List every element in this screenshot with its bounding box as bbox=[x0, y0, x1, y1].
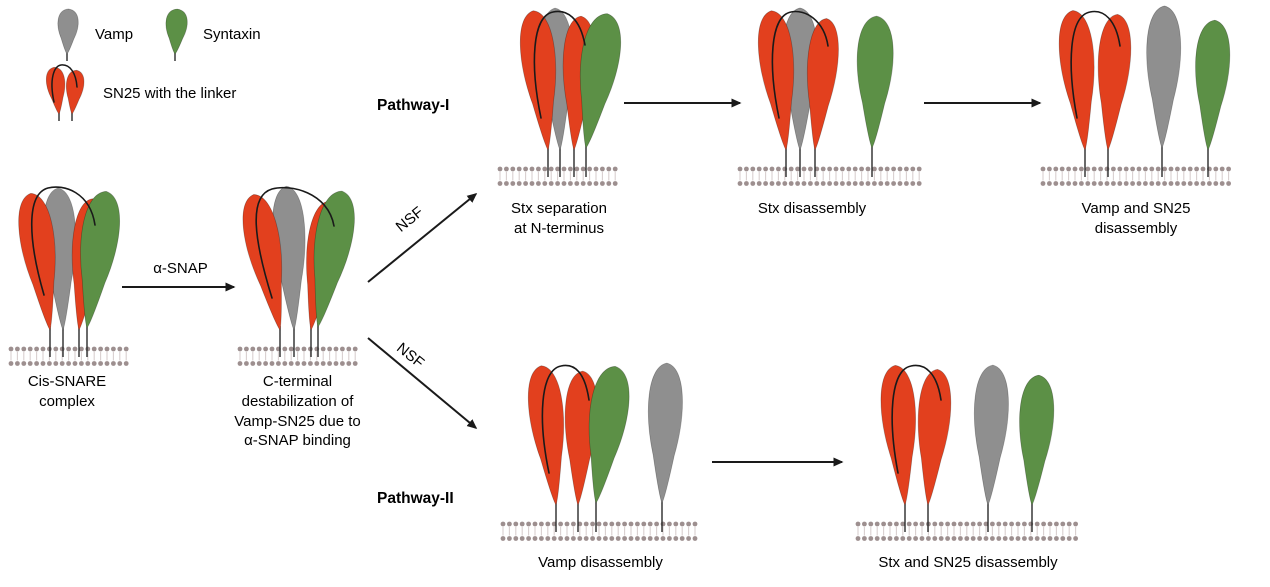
syntaxin-blob bbox=[313, 190, 355, 328]
sn25-linker bbox=[255, 186, 335, 299]
syntaxin-blob bbox=[1019, 374, 1055, 506]
legend-item-sn25: SN25 with the linker bbox=[42, 62, 236, 124]
sn25-linker bbox=[1070, 10, 1121, 119]
sn25-blob bbox=[18, 192, 56, 331]
legend-item-syntaxin: Syntaxin bbox=[160, 4, 261, 64]
sn25-linker-icon bbox=[45, 64, 85, 121]
sn25-linker bbox=[891, 364, 942, 474]
sn25-linker bbox=[541, 364, 590, 474]
stx-sn25-disassembly-complex-graphic bbox=[855, 364, 1078, 541]
membrane bbox=[497, 166, 618, 186]
vamp-blob bbox=[973, 364, 1009, 506]
vamp-blob bbox=[647, 362, 683, 504]
vamp-disassembly-label: Vamp disassembly bbox=[538, 554, 663, 571]
membrane bbox=[855, 521, 1078, 541]
vamp-sn25-disassembly-label: Vamp and SN25 disassembly bbox=[1081, 200, 1191, 237]
stx-disassembly-complex-graphic bbox=[737, 7, 922, 186]
membrane bbox=[500, 521, 698, 541]
syntaxin-blob bbox=[588, 365, 630, 504]
c-terminal-label: C-terminal destabilization of Vamp-SN25 … bbox=[234, 373, 361, 450]
sn25-blob bbox=[527, 365, 565, 506]
sn25-linker bbox=[30, 186, 96, 296]
vamp-icon bbox=[57, 8, 79, 61]
vamp-blob bbox=[57, 8, 79, 55]
vamp-disassembly-complex-graphic bbox=[500, 362, 698, 541]
sn25-linker bbox=[51, 64, 78, 103]
arrow-nsf-pathway1 bbox=[367, 193, 478, 283]
sn25-blob bbox=[917, 368, 952, 506]
pathway2-title: Pathway-II bbox=[377, 490, 454, 507]
vamp-blob bbox=[1146, 5, 1182, 149]
sn25-blob bbox=[45, 66, 66, 115]
sn25-blob bbox=[806, 18, 839, 151]
membrane bbox=[1040, 166, 1231, 186]
syntaxin-blob bbox=[856, 15, 894, 149]
arrow-nsf-pathway2 bbox=[367, 337, 478, 429]
sn25-blob bbox=[1058, 10, 1095, 151]
sn25-blob bbox=[880, 364, 916, 506]
legend-label-vamp: Vamp bbox=[95, 25, 134, 43]
syntaxin-blob bbox=[579, 13, 622, 149]
legend-item-vamp: Vamp bbox=[52, 4, 133, 64]
syntaxin-blob bbox=[165, 8, 188, 55]
cis-snare-complex-graphic bbox=[8, 186, 129, 366]
syntaxin-icon bbox=[165, 8, 188, 61]
membrane bbox=[8, 346, 129, 366]
membrane bbox=[737, 166, 922, 186]
pathway1-title: Pathway-I bbox=[377, 97, 450, 114]
legend-label-syntaxin: Syntaxin bbox=[203, 25, 261, 43]
membrane bbox=[237, 346, 358, 366]
sn25-blob bbox=[1097, 13, 1132, 151]
sn25-blob bbox=[519, 10, 557, 151]
syntaxin-blob bbox=[1195, 19, 1231, 151]
alpha-snap-label: α-SNAP bbox=[153, 260, 208, 277]
sn25-linker bbox=[771, 10, 829, 119]
stx-disassembly-label: Stx disassembly bbox=[757, 200, 867, 217]
legend-label-sn25: SN25 with the linker bbox=[103, 84, 237, 102]
stx-sn25-disassembly-label: Stx and SN25 disassembly bbox=[878, 554, 1058, 571]
syntaxin-blob bbox=[80, 190, 121, 329]
sn25-blob bbox=[66, 69, 85, 115]
stx-separation-label: Stx separation at N-terminus bbox=[511, 200, 607, 237]
cis-snare-label: Cis-SNARE complex bbox=[27, 373, 107, 410]
sn25-linker bbox=[533, 10, 586, 119]
stx-separation-complex-graphic bbox=[497, 7, 622, 186]
destabilized-complex-graphic bbox=[237, 185, 358, 366]
vamp-sn25-disassembly-complex-graphic bbox=[1040, 5, 1231, 186]
sn25-blob bbox=[757, 10, 795, 151]
